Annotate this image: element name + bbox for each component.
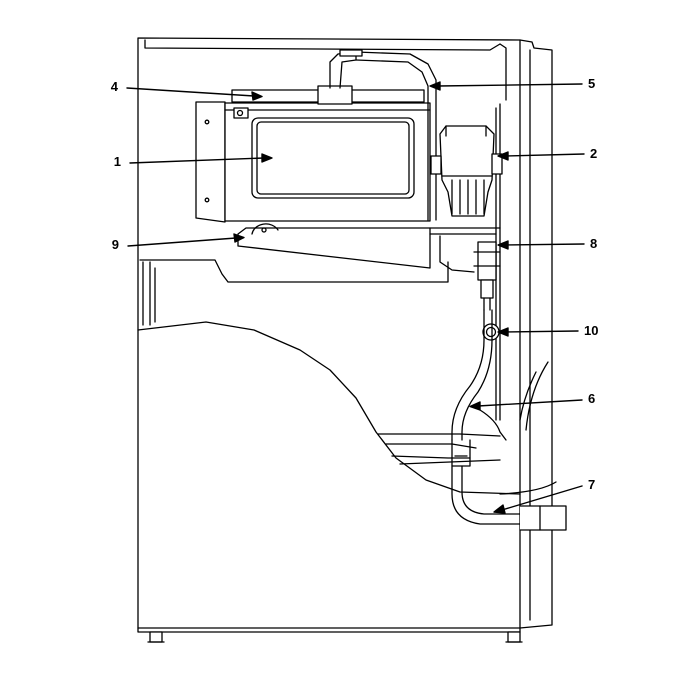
callout-6-leader (469, 399, 583, 411)
valve-body (477, 241, 497, 281)
callout-5-leader (429, 81, 583, 91)
left-side-panel (142, 261, 156, 326)
callout-2-leader (497, 151, 585, 161)
callout-label-4: 4 (111, 79, 119, 94)
component-10-sensor (482, 323, 500, 341)
component-7-outlet-hose (451, 361, 567, 531)
callout-label-7: 7 (588, 477, 595, 492)
component-4-top-rail (231, 85, 425, 119)
callout-label-5: 5 (588, 76, 595, 91)
sensor-outer-ring (482, 323, 500, 341)
component-9-rail (237, 223, 501, 273)
callout-label-1: 1 (114, 154, 121, 169)
cabinet-inner-right (499, 43, 507, 101)
cutaway-edge (137, 321, 521, 495)
callout-leaders (126, 81, 585, 514)
callout-label-8: 8 (590, 236, 597, 251)
callout-4-leader (126, 87, 263, 101)
callout-9-leader (127, 233, 245, 247)
rear-foot (507, 631, 521, 643)
lower-compartment (137, 321, 521, 495)
rail-support (439, 235, 475, 273)
cup-left-tab (430, 155, 442, 175)
component-1-unit (195, 101, 431, 223)
sensor-inner-ring (485, 326, 497, 338)
rail-pivot (251, 223, 279, 235)
component-2-cup (430, 125, 503, 217)
top-fitting (339, 49, 363, 57)
upper-shelf-outline (139, 259, 449, 283)
cabinet-top-edge (144, 39, 501, 51)
callout-label-6: 6 (588, 391, 595, 406)
rail-body (237, 227, 431, 269)
callout-label-2: 2 (590, 146, 597, 161)
component-8-valve (473, 241, 501, 311)
callout-1-leader (129, 153, 273, 164)
front-foot (149, 631, 163, 643)
feet (147, 631, 523, 643)
lower-tray (377, 433, 501, 437)
drain-fitting (451, 439, 471, 467)
callout-7-leader (493, 485, 583, 514)
callout-labels: 4 1 9 5 2 8 10 6 7 (111, 76, 599, 492)
cup-body (439, 125, 495, 217)
callout-8-leader (497, 240, 585, 250)
rail-clip (233, 107, 249, 119)
cup-right-tab (491, 153, 503, 175)
component-6-drain-hose (451, 309, 507, 441)
callout-label-9: 9 (112, 237, 119, 252)
cabinet-back-panel (519, 39, 553, 629)
component-5-upper-tube (329, 49, 437, 221)
callout-label-10: 10 (584, 323, 598, 338)
unit-front-panel (251, 117, 415, 199)
callout-10-leader (497, 327, 579, 337)
outlet-connector (519, 505, 567, 531)
unit-mounting-bracket (195, 101, 226, 223)
